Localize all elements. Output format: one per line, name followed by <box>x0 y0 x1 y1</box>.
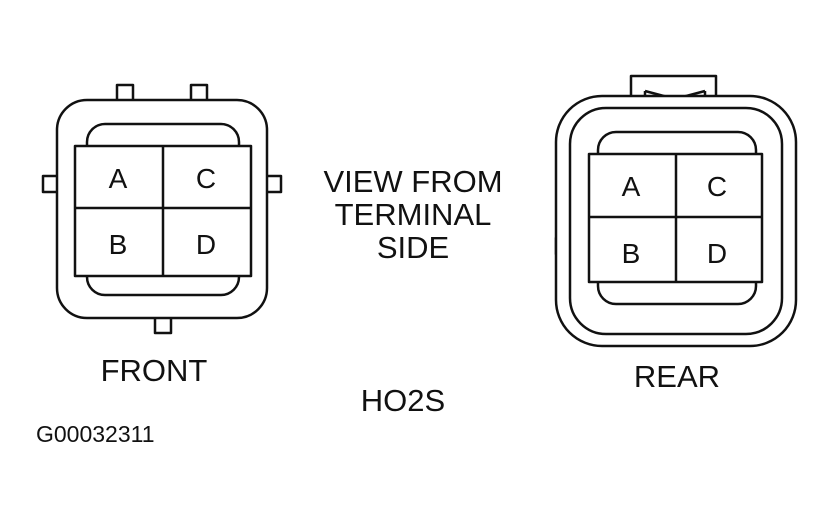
front-label: FRONT <box>101 353 208 388</box>
rear-pin-a: A <box>622 171 641 202</box>
caption-line-1: VIEW FROM <box>323 164 502 199</box>
front-pin-b: B <box>109 229 128 260</box>
caption-line-3: SIDE <box>377 230 449 265</box>
caption-line-2: TERMINAL <box>335 197 492 232</box>
component-label: HO2S <box>361 383 445 418</box>
front-pin-c: C <box>196 163 216 194</box>
front-pin-a: A <box>109 163 128 194</box>
rear-connector <box>554 74 798 348</box>
rear-label: REAR <box>634 359 720 394</box>
rear-pin-b: B <box>622 238 641 269</box>
front-connector <box>41 83 283 335</box>
rear-pin-c: C <box>707 171 727 202</box>
figure-id: G00032311 <box>36 421 155 447</box>
rear-pin-d: D <box>707 238 727 269</box>
front-pin-d: D <box>196 229 216 260</box>
